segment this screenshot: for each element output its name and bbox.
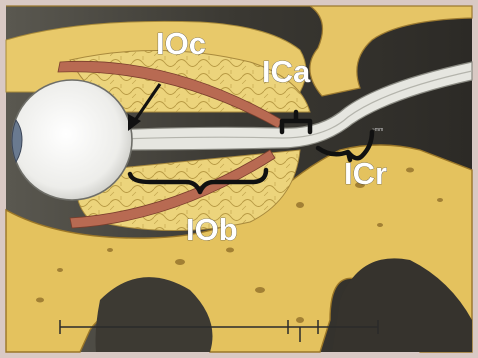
- eyeball: [12, 80, 132, 200]
- label-ica: ICa: [262, 54, 311, 89]
- label-iob: IOb: [186, 212, 238, 247]
- label-ioc: IOc: [156, 26, 206, 61]
- label-icr: ICr: [344, 156, 387, 191]
- tiny-mark: ~mm: [372, 127, 383, 133]
